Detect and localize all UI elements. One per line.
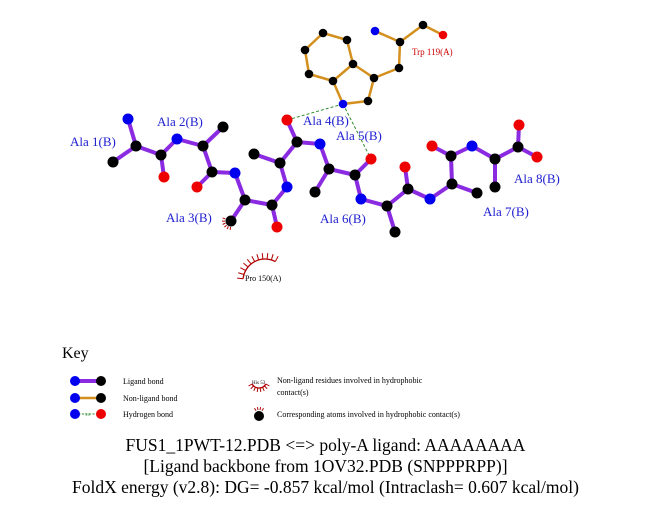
oxygen-atom [399, 161, 411, 173]
nonligand-bond [332, 63, 354, 82]
carbon-atom [155, 149, 167, 161]
nitrogen-atom [171, 133, 183, 145]
corresponding-atoms-key-label: Corresponding atoms involved in hydropho… [277, 410, 460, 419]
carbon-atom [512, 141, 524, 153]
ligand-residue-label: Ala 4(B) [303, 113, 349, 128]
carbon-atom [389, 226, 401, 238]
nitrogen-atom [466, 140, 478, 152]
oxygen-atom [271, 221, 283, 233]
ligand-bond-key-icon [70, 376, 106, 386]
carbon-atom [328, 76, 338, 86]
pro-residue-label: Pro 150(A) [245, 274, 282, 283]
carbon-atom [363, 96, 373, 106]
key-title: Key [62, 345, 89, 362]
caption-line-3: FoldX energy (v2.8): DG= -0.857 kcal/mol… [72, 477, 579, 497]
ligand-residue-label: Ala 6(B) [320, 211, 366, 226]
nitrogen-atom [122, 113, 134, 125]
carbon-atom [446, 178, 458, 190]
hbond-key-label: Hydrogen bond [123, 410, 173, 419]
nitrogen-atom [370, 26, 380, 36]
nitrogen-atom [314, 138, 326, 150]
carbon-atom [402, 183, 414, 195]
hbond-distance-label: 3.0 [85, 412, 90, 417]
hbond-key-icon: 3.0 [70, 409, 106, 419]
carbon-atom [107, 156, 119, 168]
carbon-atom [304, 69, 314, 79]
hydrophobic-atom-key-icon [254, 407, 264, 421]
oxygen-atom [531, 151, 543, 163]
carbon-atom [318, 28, 328, 38]
nonligand-bond [374, 29, 401, 44]
oxygen-atom [158, 171, 170, 183]
hydrophobic-atom-marker-icon [221, 217, 231, 231]
caption-line-2: [Ligand backbone from 1OV32.PDB (SNPPPRP… [143, 456, 508, 476]
carbon-atom [348, 59, 358, 69]
carbon-atom [445, 150, 457, 162]
ligand-residue-label: Ala 7(B) [483, 204, 529, 219]
oxygen-atom [426, 140, 438, 152]
trp-residue-label: Trp 119(A) [412, 47, 453, 57]
ligand-residue-label: Ala 3(B) [166, 210, 212, 225]
example-residue-label: His 53 [252, 381, 266, 386]
carbon-atom [217, 121, 229, 133]
nitrogen-atom [229, 167, 241, 179]
carbon-atom [206, 166, 218, 178]
carbon-atom [342, 35, 352, 45]
carbon-atom [369, 73, 379, 83]
nitrogen-atom [281, 181, 293, 193]
nonligand-bond [399, 23, 424, 44]
oxygen-atom [438, 30, 448, 40]
carbon-atom [266, 199, 278, 211]
carbon-atom [418, 20, 428, 30]
ligand-residue-label: Ala 8(B) [514, 171, 560, 186]
carbon-atom [300, 45, 310, 55]
carbon-atom [489, 153, 501, 165]
carbon-atom [381, 200, 393, 212]
ligand-residue-label: Ala 1(B) [70, 134, 116, 149]
nitrogen-atom [338, 99, 348, 109]
caption-line-1: FUS1_1PWT-12.PDB <=> poly-A ligand: AAAA… [125, 435, 526, 455]
oxygen-atom [513, 119, 525, 131]
oxygen-atom [365, 153, 377, 165]
nonligand-hydrophobic-key-label-2: contact(s) [277, 388, 309, 397]
carbon-atom [130, 140, 142, 152]
ligand-bond-key-label: Ligand bond [123, 377, 164, 386]
oxygen-atom [191, 181, 203, 193]
hydrophobic-residue-key-icon [248, 383, 270, 392]
carbon-atom [225, 215, 237, 227]
nonligand-bond [373, 66, 400, 80]
oxygen-atom [281, 114, 293, 126]
carbon-atom [323, 163, 335, 175]
carbon-atom [291, 136, 303, 148]
carbon-atom [309, 186, 321, 198]
hydrophobic-contact-arc-icon [237, 253, 279, 280]
nitrogen-atom [424, 193, 436, 205]
ligand-residue-label: Ala 5(B) [336, 128, 382, 143]
nonligand-bond-key-icon [70, 393, 106, 403]
carbon-atom [197, 140, 209, 152]
nonligand-hydrophobic-key-label: Non-ligand residues involved in hydropho… [277, 376, 423, 385]
ligand-residue-label: Ala 2(B) [157, 114, 203, 129]
nonligand-bond [397, 41, 402, 69]
nonligand-bond-key-label: Non-ligand bond [123, 394, 177, 403]
carbon-atom [349, 169, 361, 181]
carbon-atom [471, 187, 483, 199]
carbon-atom [248, 148, 260, 160]
nitrogen-atom [355, 193, 367, 205]
hydrogen-bond [342, 103, 372, 160]
carbon-atom [395, 37, 405, 47]
carbon-atom [489, 181, 501, 193]
carbon-atom [239, 194, 251, 206]
carbon-atom [394, 63, 404, 73]
carbon-atom [274, 157, 286, 169]
